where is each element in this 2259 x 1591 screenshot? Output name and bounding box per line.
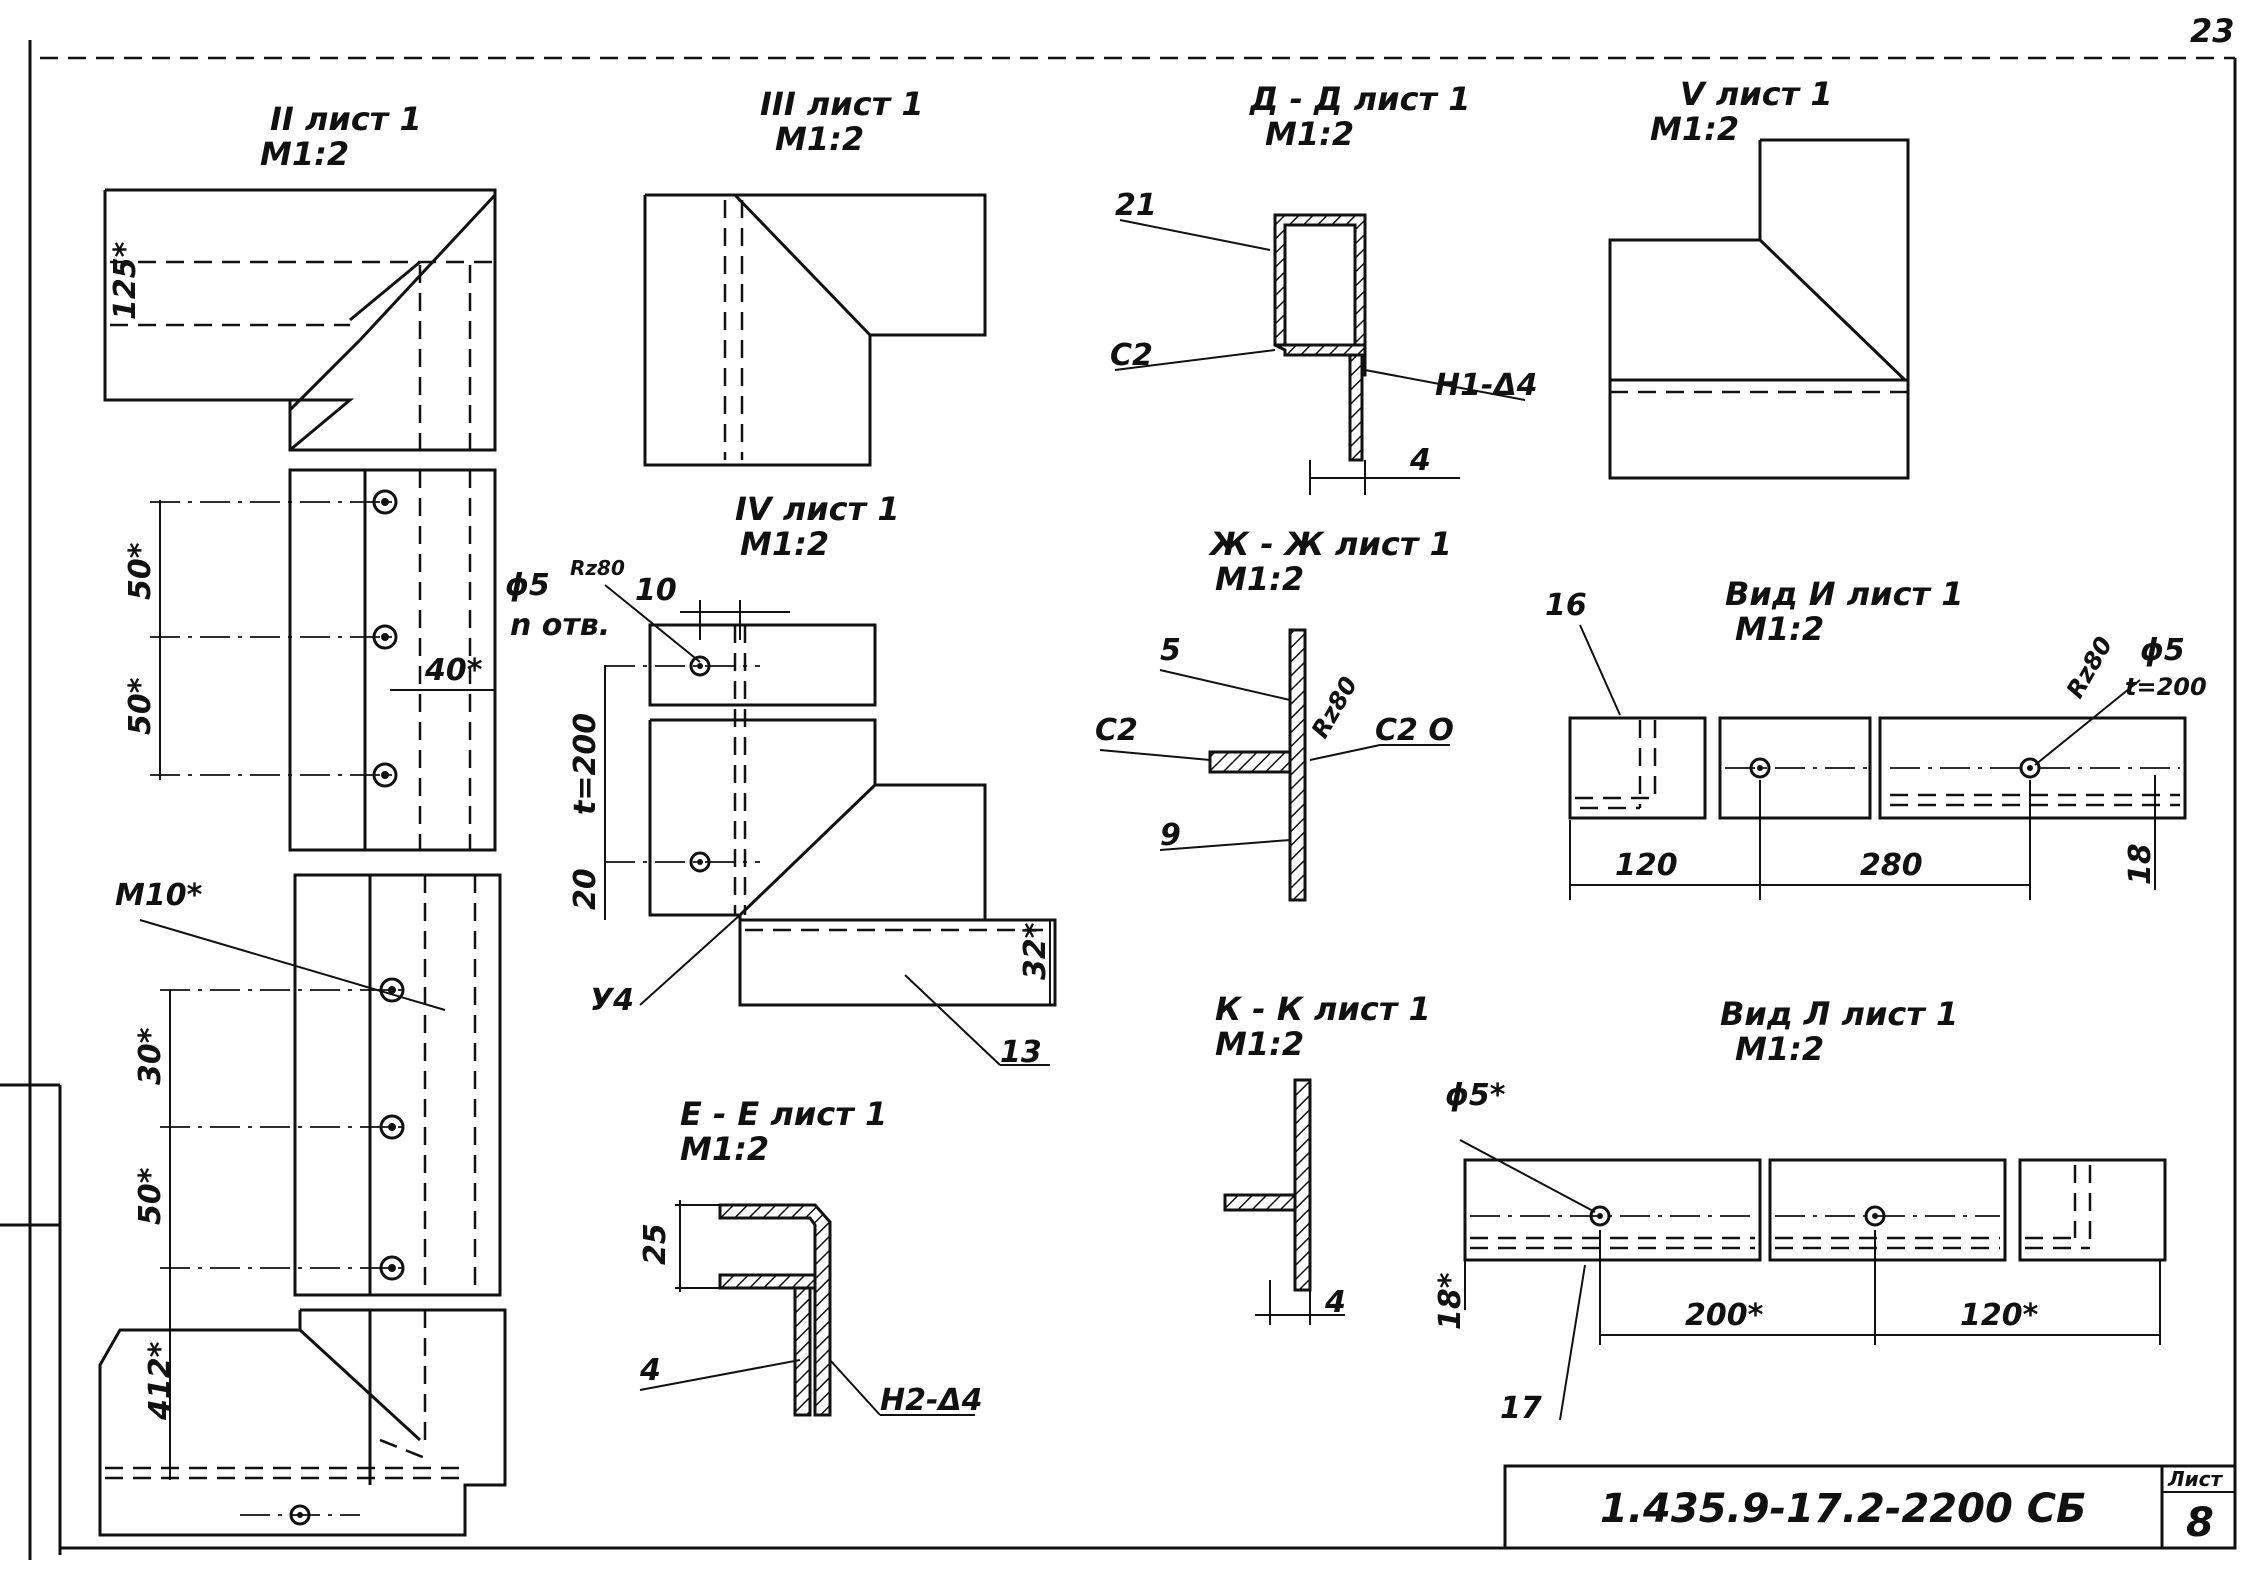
dim-412: 412* [143,1341,178,1421]
dim-200: 200* [1685,1298,1764,1333]
section-ee-title: Е - Е лист 1 [680,1095,887,1133]
m10-label: М10* [115,878,203,913]
section-ee-drawing [639,1200,975,1417]
section-dd-scale: М1:2 [1265,115,1354,153]
section-zhzh-scale: М1:2 [1215,560,1304,598]
weld-h2: Н2-Δ4 [880,1383,983,1418]
dim-t200-b: t=200 [2125,673,2207,701]
section-dd-drawing [1114,213,1526,495]
part-13-label: 13 [1000,1035,1042,1070]
dim-50-c: 50* [133,1167,168,1225]
view-iii-scale: М1:2 [775,120,864,158]
part-17-label: 17 [1500,1391,1542,1426]
view-l-scale: М1:2 [1735,1030,1824,1068]
dim-50-b: 50* [123,677,158,735]
rz80-label-a: Rz80 [570,556,625,580]
part-16-label: 16 [1545,588,1587,623]
view-iv-title: IV лист 1 [735,490,900,528]
hole-d5-label-b: ϕ5 [2140,633,2185,668]
dim-4-a: 4 [1409,443,1431,478]
section-kk-scale: М1:2 [1215,1025,1304,1063]
view-iv-drawing [604,584,1057,1066]
rz80-label-c: Rz80 [2061,632,2118,703]
sheet-index: 8 [2186,1500,2214,1546]
section-zhzh-title: Ж - Ж лист 1 [1208,525,1452,563]
weld-h1: Н1-Δ4 [1435,368,1538,403]
view-i-drawing [1568,624,2187,900]
dim-25: 25 [638,1223,673,1265]
section-ee-scale: М1:2 [680,1130,769,1168]
dim-120-a: 120 [1615,848,1678,883]
view-v-title: V лист 1 [1680,75,1833,113]
section-kk-drawing [1223,1078,1345,1325]
dim-4-b: 4 [1324,1285,1346,1320]
sheet-frame [0,40,2237,1560]
dim-120-b: 120* [1960,1298,2039,1333]
view-iii-drawing [643,193,987,467]
dim-18-b: 18* [1433,1272,1468,1330]
weld-u4: У4 [590,983,634,1018]
section-kk-title: К - К лист 1 [1215,990,1431,1028]
dim-30: 30* [133,1027,168,1085]
sheet-code: 1.435.9-17.2-2200 СБ [1600,1486,2087,1532]
view-v-scale: М1:2 [1650,110,1739,148]
view-ii-scale: М1:2 [260,135,349,173]
dim-50-a: 50* [123,542,158,600]
sheet-label: Лист [2167,1467,2223,1491]
part-9-label: 9 [1160,818,1181,853]
dim-125: 125* [108,241,143,320]
hole-d5-label: ϕ5 [505,568,550,603]
view-i-scale: М1:2 [1735,610,1824,648]
dim-40: 40* [424,653,483,688]
dim-t200: t=200 [568,713,603,815]
section-zhzh-drawing [1099,628,1450,902]
hole-d5-label-c: ϕ5* [1445,1078,1506,1113]
view-l-title: Вид Л лист 1 [1720,995,1958,1033]
page-number: 23 [2190,12,2235,50]
view-iii-title: III лист 1 [760,85,924,123]
rz80-label-b: Rz80 [1306,672,1363,743]
title-block [1503,1464,2237,1550]
weld-c2-b: С2 [1095,713,1138,748]
weld-c2-o: С2 О [1375,713,1454,748]
view-ii-title: II лист 1 [270,100,422,138]
dim-10: 10 [635,573,677,608]
part-5-label: 5 [1160,633,1181,668]
dim-18-a: 18 [2123,843,2158,885]
weld-c2-a: С2 [1110,338,1153,373]
dim-280: 280 [1860,848,1923,883]
section-dd-title: Д - Д лист 1 [1249,80,1470,118]
view-i-title: Вид И лист 1 [1725,575,1964,613]
dim-20: 20 [568,868,603,910]
view-v-drawing [1608,138,1910,480]
view-iv-scale: М1:2 [740,525,829,563]
dim-32: 32* [1018,922,1053,980]
view-l-drawing [1459,1139,2167,1421]
part-21-label: 21 [1115,188,1157,223]
hole-count-label: n отв. [510,608,610,643]
view-ii-drawing [98,188,507,1537]
part-4-label: 4 [639,1353,661,1388]
